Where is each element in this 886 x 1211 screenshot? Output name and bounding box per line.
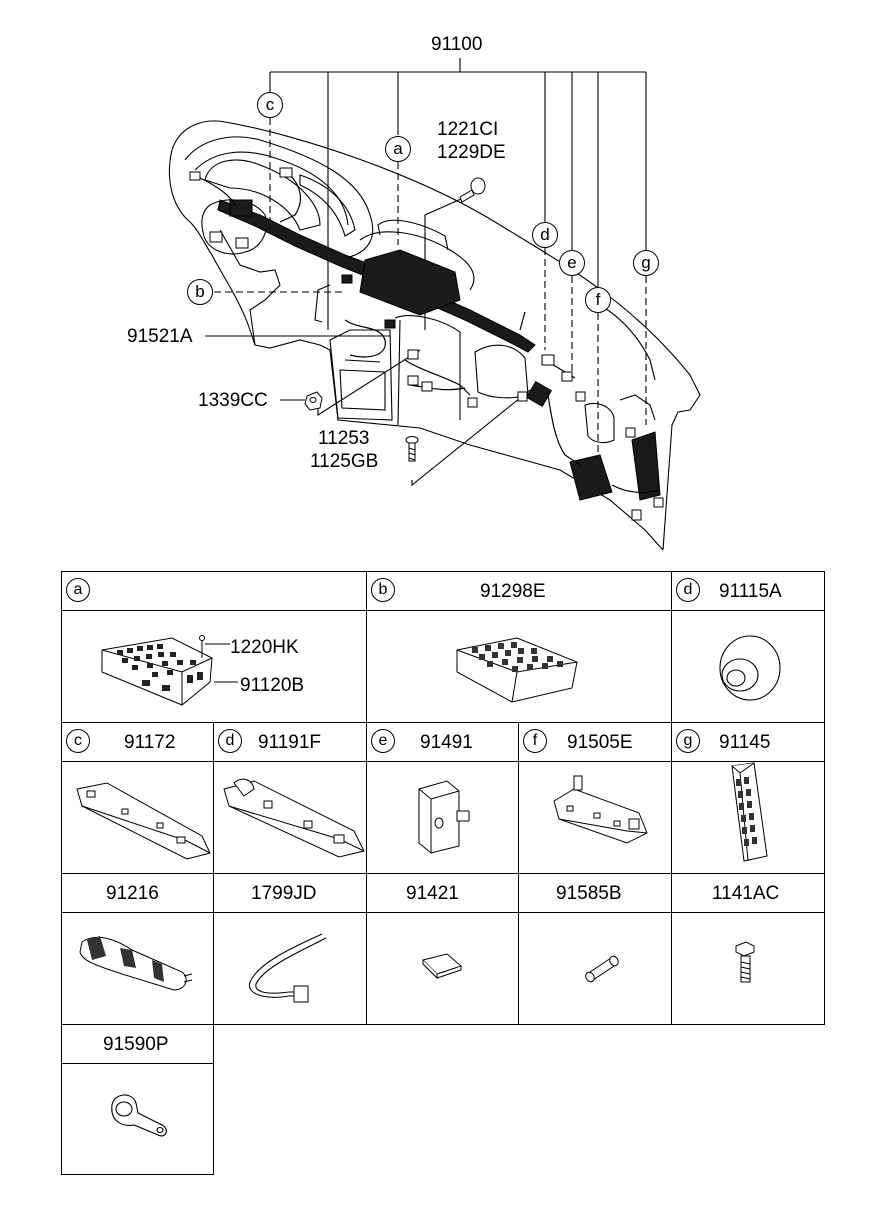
callout-f: f — [585, 287, 611, 313]
screw-label-1221ci: 1221CI — [437, 119, 499, 140]
part-number: 91590P — [103, 1034, 169, 1055]
cell-letter: g — [676, 729, 700, 753]
part-number: 91115A — [719, 581, 782, 602]
part-number: 1141AC — [712, 883, 780, 904]
screw-label-1229de: 1229DE — [437, 142, 506, 163]
cell-letter: d — [676, 578, 700, 602]
connector-block-icon — [731, 762, 768, 862]
cable-clamp-icon — [111, 1094, 167, 1137]
parts-cell-1141ac: 1141AC — [671, 873, 825, 1025]
parts-cell-91590p: 91590P — [61, 1024, 214, 1175]
part-number: 91298E — [480, 581, 546, 602]
screw-label-1125gb: 1125GB — [310, 451, 379, 472]
part-number: 91216 — [106, 883, 159, 904]
pad-icon — [422, 953, 462, 980]
callout-e: e — [559, 250, 585, 276]
parts-cell-91585b: 91585B — [518, 873, 672, 1025]
parts-cell-91421: 91421 — [366, 873, 519, 1025]
fuse-box-icon — [101, 635, 238, 706]
callout-c: c — [257, 92, 283, 118]
junction-block-icon — [456, 637, 578, 703]
parts-cell-g: g 91145 — [671, 722, 825, 874]
part-number: 91585B — [556, 883, 622, 904]
part-number: 91505E — [567, 732, 633, 753]
connector-holder-icon — [418, 780, 470, 854]
connector-label-91521a: 91521A — [127, 326, 193, 347]
sub-label-91120b: 91120B — [240, 675, 305, 696]
callout-a: a — [385, 136, 411, 162]
part-number: 91172 — [124, 732, 176, 753]
cell-letter: e — [371, 729, 395, 753]
cell-letter: d — [218, 729, 242, 753]
protector-bracket-icon — [76, 782, 211, 860]
cell-letter: b — [371, 578, 395, 602]
callout-b: b — [187, 279, 213, 305]
wrapped-harness-icon — [79, 936, 193, 991]
parts-cell-1799jd: 1799JD — [213, 873, 367, 1025]
parts-cell-d-protector: d 91191F — [213, 722, 367, 874]
cell-letter: a — [66, 578, 90, 602]
parts-cell-e: e 91491 — [366, 722, 519, 874]
cell-letter: f — [523, 729, 547, 753]
parts-cell-c: c 91172 — [61, 722, 214, 874]
parts-cell-b: b 91298E — [366, 571, 672, 723]
sub-label-1220hk: 1220HK — [230, 637, 299, 658]
nut-label-1339cc: 1339CC — [198, 390, 268, 411]
part-number: 1799JD — [251, 883, 317, 904]
callout-g: g — [633, 250, 659, 276]
part-number: 91191F — [258, 732, 322, 753]
part-number: 91491 — [420, 732, 473, 753]
callout-d: d — [532, 222, 558, 248]
bracket-icon — [553, 775, 648, 844]
protector-clip-icon — [223, 778, 365, 858]
parts-cell-d-grommet: d 91115A — [671, 571, 825, 723]
part-number: 91145 — [719, 732, 771, 753]
cell-letter: c — [66, 729, 90, 753]
parts-cell-a: a — [61, 571, 367, 723]
parts-cell-f: f 91505E — [518, 722, 672, 874]
main-harness-part-number: 91100 — [431, 34, 483, 55]
part-number: 91421 — [406, 883, 459, 904]
cable-tie-icon — [248, 933, 327, 1003]
screw-label-11253: 11253 — [318, 428, 370, 449]
dashboard-wiring-diagram — [168, 58, 701, 551]
bolt-icon — [735, 941, 755, 983]
tube-icon — [585, 955, 619, 983]
parts-cell-91216: 91216 — [61, 873, 214, 1025]
grommet-icon — [719, 635, 781, 701]
